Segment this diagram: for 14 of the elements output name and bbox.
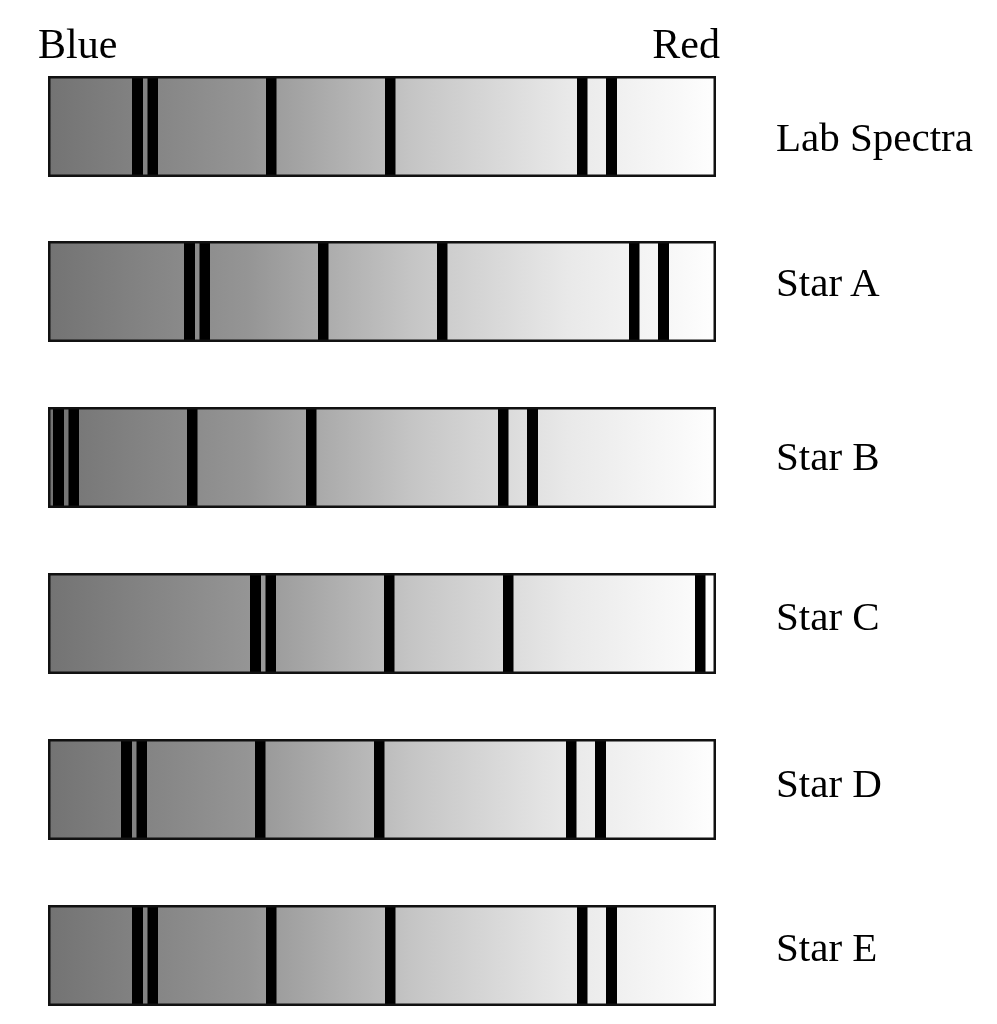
- spectrum-bar: [48, 739, 716, 840]
- spectrum-label: Star B: [776, 436, 880, 477]
- spectrum-label: Star D: [776, 763, 882, 804]
- spectrum-bar: [48, 905, 716, 1006]
- spectrum-label: Star C: [776, 596, 880, 637]
- spectrum-bar: [48, 573, 716, 674]
- spectrum-label: Star E: [776, 927, 878, 968]
- spectrum-bar: [48, 76, 716, 177]
- spectrum-bar: [48, 241, 716, 342]
- spectrum-label: Lab Spectra: [776, 117, 973, 158]
- spectrum-label: Star A: [776, 262, 880, 303]
- wavelength-end-label: Red: [652, 23, 720, 65]
- spectrum-bar: [48, 407, 716, 508]
- wavelength-end-label: Blue: [38, 23, 118, 65]
